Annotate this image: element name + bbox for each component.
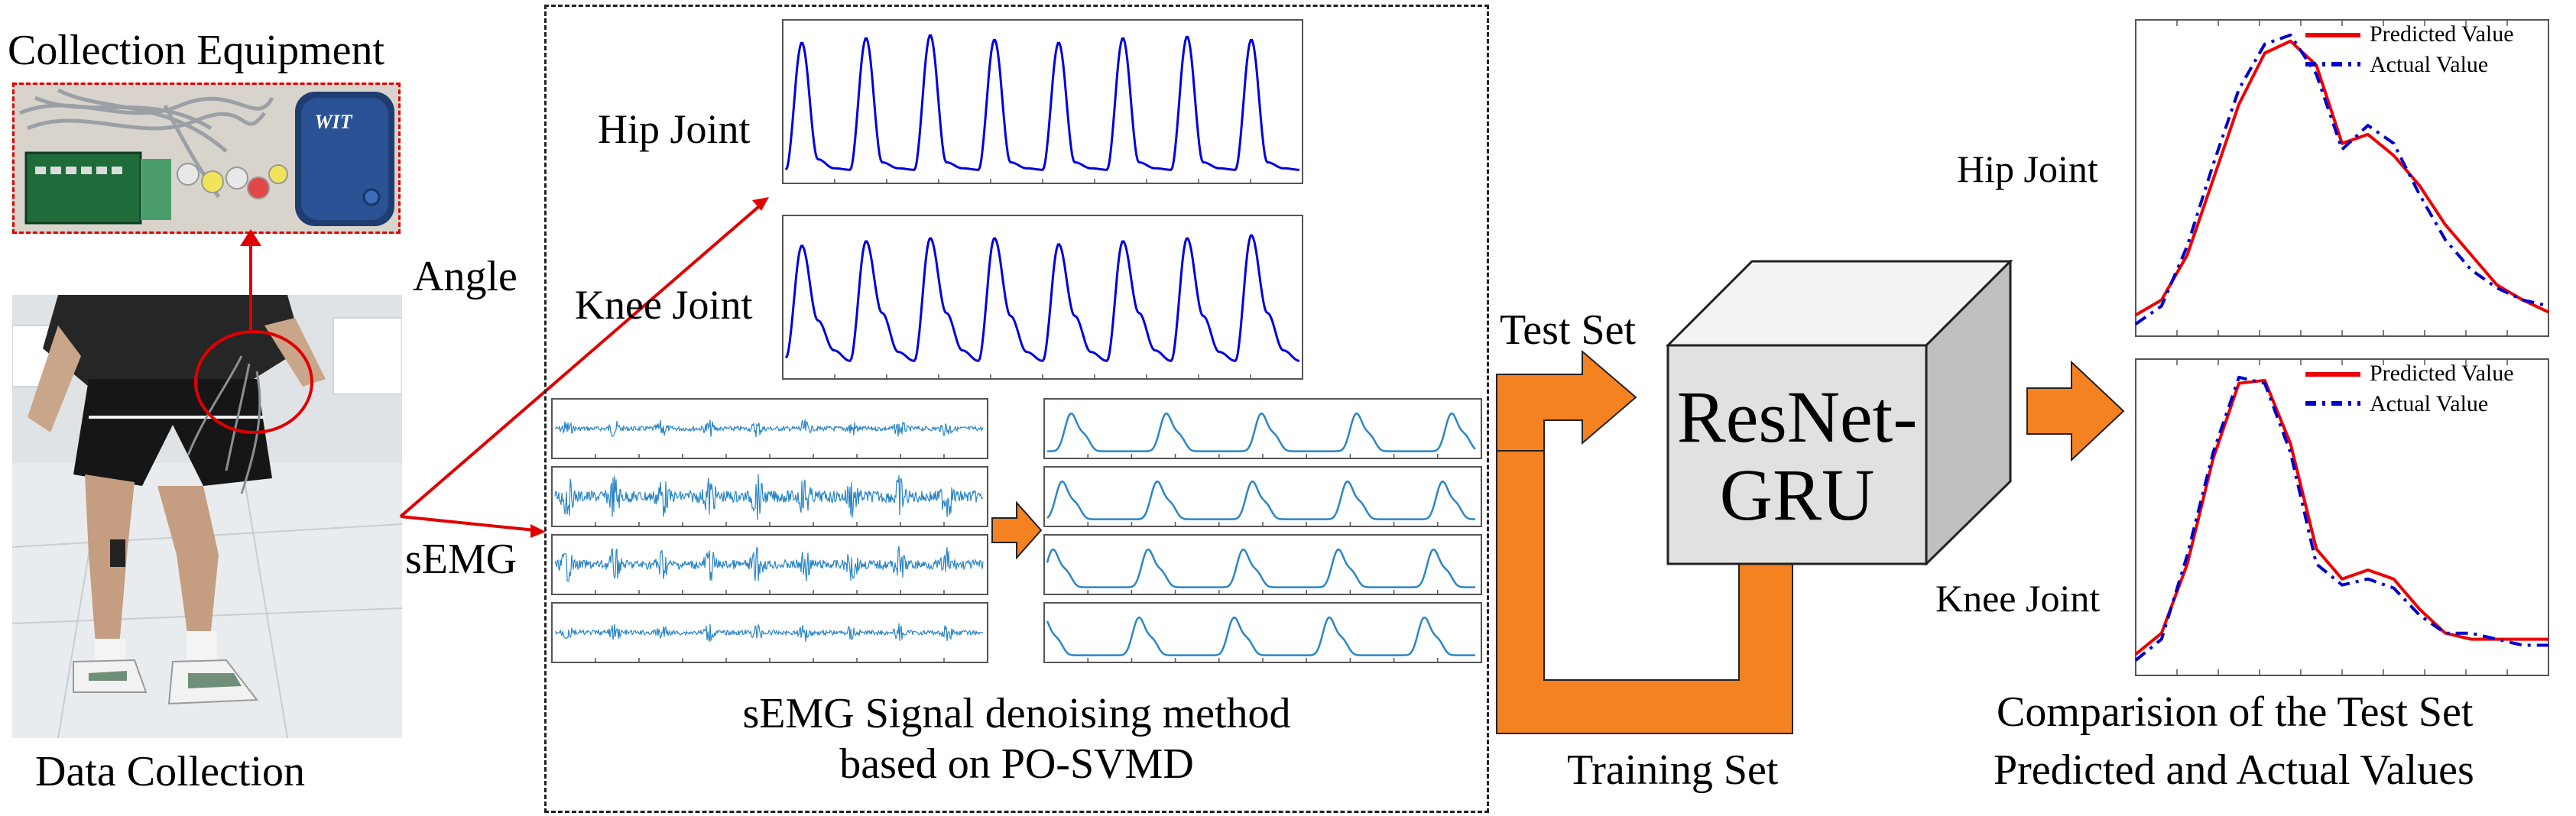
equipment-dashed-frame [12, 83, 401, 234]
semg-arrow [400, 515, 536, 532]
angle-arrow [399, 200, 766, 518]
denoised-semg-trace-2 [1046, 480, 1475, 520]
hip-actual-line [2134, 33, 2549, 325]
hip-predicted-line [2134, 39, 2549, 317]
result-hip-joint-label: Hip Joint [1957, 147, 2098, 190]
raw-semg-trace-2 [554, 474, 984, 520]
raw-semg-trace-4 [554, 623, 984, 643]
hip-result-frame [2135, 19, 2549, 337]
knee-legend-predicted: Predicted Value [2370, 361, 2514, 386]
test-set-label: Test Set [1500, 306, 1637, 354]
denoise-caption-line1: sEMG Signal denoising method [742, 690, 1291, 737]
knee-result-legend: Predicted Value Actual Value [2296, 359, 2548, 420]
comparison-caption-line2: Predicted and Actual Values [1994, 746, 2474, 794]
knee-actual-line [2134, 375, 2548, 662]
equipment-photo: WIT [12, 83, 401, 234]
device-logo: WIT [314, 111, 352, 133]
resnet-gru-box [1666, 260, 2013, 565]
sensor-highlight-circle [194, 330, 313, 434]
angle-label: Angle [413, 253, 517, 300]
dataflow-arrows [1496, 349, 1822, 734]
denoised-semg-trace-4 [1046, 616, 1475, 656]
data-collection-label: Data Collection [35, 748, 306, 795]
denoised-semg-trace-3 [1046, 548, 1475, 588]
denoised-semg-frame-4 [1043, 602, 1482, 663]
semg-label: sEMG [405, 536, 517, 583]
raw-semg-frame-4 [551, 602, 988, 663]
model-label-line2: GRU [1719, 454, 1875, 536]
output-arrow [2026, 361, 2125, 461]
knee-result-frame [2135, 358, 2549, 676]
hip-angle-plot [782, 19, 1303, 184]
training-set-label: Training Set [1567, 746, 1779, 794]
hip-angle-line-frame [782, 19, 1303, 184]
model-label-line1: ResNet- [1676, 376, 1918, 458]
hip-angle-line [784, 34, 1299, 171]
denoised-semg-frame-1 [1043, 398, 1482, 459]
hip-result-chart [2134, 19, 2549, 337]
hip-joint-label: Hip Joint [598, 106, 751, 152]
result-knee-joint-label: Knee Joint [1935, 577, 2101, 620]
denoise-caption-line2: based on PO-SVMD [839, 740, 1194, 788]
knee-joint-label: Knee Joint [575, 282, 753, 328]
denoised-semg-plots [1043, 398, 1482, 663]
knee-angle-line [784, 234, 1300, 362]
denoised-semg-trace-1 [1047, 412, 1476, 452]
denoised-semg-frame-3 [1043, 534, 1482, 595]
knee-angle-plot [782, 215, 1303, 380]
collection-equipment-label: Collection Equipment [8, 27, 385, 74]
denoising-section-frame [544, 5, 1489, 813]
knee-legend-actual: Actual Value [2370, 391, 2489, 416]
hip-result-legend: Predicted Value Actual Value [2296, 20, 2548, 81]
hip-legend-predicted: Predicted Value [2370, 21, 2514, 47]
raw-semg-trace-1 [554, 419, 984, 438]
knee-result-chart [2134, 358, 2549, 676]
knee-predicted-line [2134, 378, 2548, 656]
raw-semg-trace-3 [554, 546, 984, 582]
hip-legend-actual: Actual Value [2370, 52, 2489, 77]
denoised-semg-frame-2 [1043, 466, 1482, 527]
comparison-caption-line1: Comparision of the Test Set [1997, 688, 2474, 736]
knee-angle-line-frame [782, 215, 1303, 380]
test-set-arrow [1496, 349, 1637, 452]
raw-semg-plots [551, 398, 988, 663]
denoise-arrow [991, 501, 1043, 559]
